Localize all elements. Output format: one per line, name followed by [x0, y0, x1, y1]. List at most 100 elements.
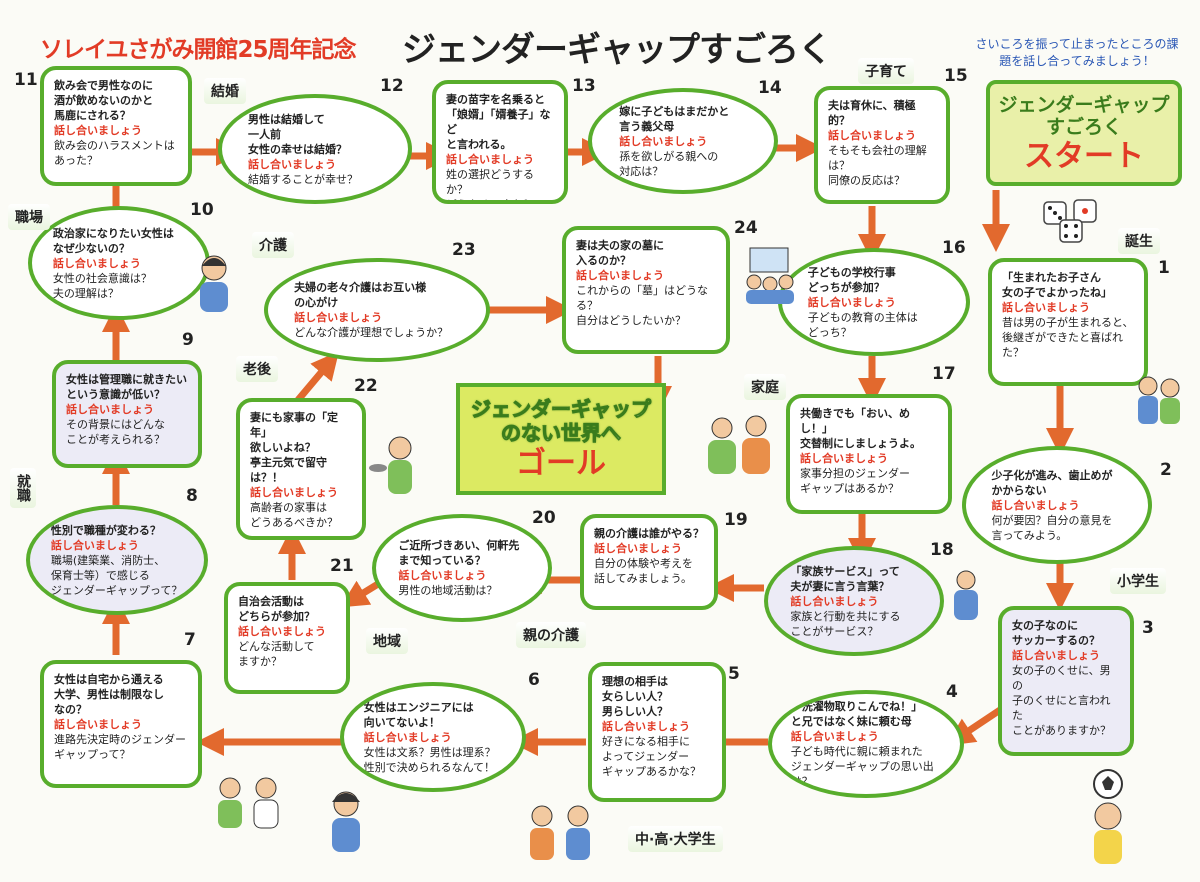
goal-title: ジェンダーギャップ のない世界へ — [471, 397, 652, 446]
square-question: 女性はエンジニアには 向いてないよ！ — [363, 700, 474, 729]
square-prompt: 女の子のくせに、男の 子のくせにと言われた ことがありますか？ — [1012, 664, 1111, 737]
politician-icon — [200, 255, 228, 312]
square-number: 11 — [14, 70, 38, 90]
square-question: 「家族サービス」って 夫が妻に言う言葉？ — [790, 564, 900, 593]
square-question: 女性は管理職に就きたい という意識が低い？ — [66, 373, 187, 401]
students-icon — [218, 777, 279, 829]
square-number: 19 — [724, 510, 748, 530]
square-number: 13 — [572, 76, 596, 96]
start-title: ジェンダーギャップ すごろく — [998, 94, 1170, 138]
square-number: 12 — [380, 76, 404, 96]
square-number: 1 — [1158, 258, 1170, 278]
square-question: 「洗濯物取りこんでね！」 と兄ではなく妹に頼む母 — [790, 700, 923, 728]
talk-label: 話し合いましょう — [52, 256, 141, 270]
talk-label: 話し合いましょう — [294, 311, 383, 324]
talk-label: 話し合いましょう — [50, 538, 139, 552]
square-21: 自治会活動は どちらが参加？ 話し合いましょう どんな活動して ますか？ — [224, 582, 350, 694]
start-square: ジェンダーギャップ すごろく スタート — [986, 80, 1182, 186]
square-number: 15 — [944, 66, 968, 86]
talk-label: 話し合いましょう — [991, 498, 1080, 512]
square-4: 「洗濯物取りこんでね！」 と兄ではなく妹に頼む母 話し合いましょう 子ども時代に… — [768, 690, 964, 798]
talk-label: 話し合いましょう — [619, 134, 708, 148]
square-number: 22 — [354, 376, 378, 396]
category-parentcare: 親の介護 — [516, 622, 586, 648]
square-number: 8 — [186, 486, 198, 506]
couple-kitchen-icon — [708, 415, 770, 474]
square-question: 理想の相手は 女らしい人？ 男らしい人？ — [602, 675, 668, 718]
square-question: 飲み会で男性なのに 酒が飲めないのかと 馬鹿にされる？ — [54, 79, 153, 122]
category-oldage: 老後 — [236, 356, 278, 382]
square-question: 親の介護は誰がやる？ — [594, 527, 704, 540]
square-3: 女の子なのに サッカーするの？ 話し合いましょう 女の子のくせに、男の 子のくせ… — [998, 606, 1134, 756]
talk-label: 話し合いましょう — [807, 295, 896, 309]
square-number: 16 — [942, 238, 966, 258]
square-prompt: そもそも会社の理解は？ 同僚の反応は？ — [828, 144, 927, 187]
square-19: 親の介護は誰がやる？ 話し合いましょう 自分の体験や考えを 話してみましょう。 — [580, 514, 718, 610]
school-event-icon — [746, 247, 794, 304]
talk-label: 話し合いましょう — [594, 542, 682, 555]
page-title: ジェンダーギャップすごろく — [402, 30, 832, 70]
square-number: 9 — [182, 330, 194, 350]
square-prompt: 家事分担のジェンダー ギャップはあるか？ — [800, 467, 910, 495]
square-question: 妻は夫の家の墓に 入るのか？ — [576, 239, 664, 267]
square-number: 6 — [528, 670, 540, 690]
square-prompt: 女性は文系？男性は理系？ 性別で決められるなんて！ — [363, 745, 496, 774]
talk-label: 話し合いましょう — [790, 594, 879, 608]
category-childcare: 子育て — [858, 58, 914, 84]
talk-label: 話し合いましょう — [54, 718, 142, 731]
square-11: 飲み会で男性なのに 酒が飲めないのかと 馬鹿にされる？ 話し合いましょう 飲み会… — [40, 66, 192, 186]
parent-child-icon — [954, 570, 978, 620]
square-question: 女の子なのに サッカーするの？ — [1012, 619, 1100, 647]
square-question: 夫婦の老々介護はお互い様 の心がけ — [294, 281, 427, 309]
square-question: 子どもの学校行事 どっちが参加？ — [807, 265, 896, 294]
talk-label: 話し合いましょう — [602, 720, 690, 733]
square-12: 男性は結婚して 一人前 女性の幸せは結婚？ 話し合いましょう 結婚することが幸せ… — [218, 94, 412, 204]
square-prompt: 職場(建築業、消防士、 保育士等）で感じる ジェンダーギャップって？ — [50, 553, 183, 597]
soccer-girl-icon — [1093, 769, 1123, 864]
square-number: 21 — [330, 556, 354, 576]
square-9: 女性は管理職に就きたい という意識が低い？ 話し合いましょう その背景にはどんな… — [52, 360, 202, 468]
square-prompt: 自分の体験や考えを 話してみましょう。 — [594, 557, 693, 585]
square-question: 女性は自宅から通える 大学、男性は制限なし なの？ — [54, 673, 164, 716]
square-15: 夫は育休に、積極的？ 話し合いましょう そもそも会社の理解は？ 同僚の反応は？ — [814, 86, 950, 204]
goal-square: ジェンダーギャップ のない世界へ ゴール — [456, 383, 666, 495]
square-prompt: どんな活動して ますか？ — [238, 640, 315, 668]
square-prompt: これからの「墓」はどうなる？ 自分はどうしたいか？ — [576, 284, 708, 327]
square-prompt: 子どもの教育の主体は どっち？ — [807, 310, 918, 339]
square-question: 性別で職種が変わる？ — [50, 523, 161, 537]
talk-label: 話し合いましょう — [248, 157, 337, 171]
square-number: 7 — [184, 630, 196, 650]
category-marriage: 結婚 — [204, 78, 246, 104]
instruction-text: さいころを振って止まったところの課題を話し合ってみましょう！ — [975, 37, 1179, 68]
family-illustration-icon — [1138, 376, 1180, 424]
talk-label: 話し合いましょう — [828, 129, 916, 142]
category-highschool: 中·高·大学生 — [628, 826, 723, 852]
square-prompt: 子ども時代に親に頼まれた ジェンダーギャップの思い出は？ — [790, 745, 934, 788]
talk-label: 話し合いましょう — [398, 569, 487, 582]
square-6: 女性はエンジニアには 向いてないよ！ 話し合いましょう 女性は文系？男性は理系？… — [340, 682, 526, 792]
square-question: 共働きでも「おい、めし！」 交替制にしましょうよ。 — [800, 407, 921, 450]
category-employment: 就職 — [10, 468, 36, 508]
square-13: 妻の苗字を名乗ると 「娘婿」「婿養子」など と言われる。 話し合いましょう 姓の… — [432, 80, 568, 204]
category-workplace: 職場 — [8, 204, 50, 230]
talk-label: 話し合いましょう — [66, 403, 154, 416]
square-number: 3 — [1142, 618, 1154, 638]
square-question: 嫁に子どもはまだかと 言う義父母 — [619, 104, 730, 133]
square-number: 17 — [932, 364, 956, 384]
square-number: 18 — [930, 540, 954, 560]
talk-label: 話し合いましょう — [54, 124, 142, 137]
square-prompt: 女性の社会意識は？ 夫の理解は？ — [52, 271, 152, 300]
square-24: 妻は夫の家の墓に 入るのか？ 話し合いましょう これからの「墓」はどうなる？ 自… — [562, 226, 730, 354]
square-18: 「家族サービス」って 夫が妻に言う言葉？ 話し合いましょう 家族と行動を共にする… — [764, 546, 944, 656]
square-number: 20 — [532, 508, 556, 528]
talk-label: 話し合いましょう — [576, 269, 664, 282]
square-23: 夫婦の老々介護はお互い様 の心がけ 話し合いましょう どんな介護が理想でしょうか… — [264, 258, 490, 362]
talk-label: 話し合いましょう — [238, 625, 326, 638]
goal-label: ゴール — [516, 446, 606, 481]
square-question: 夫は育休に、積極的？ — [828, 99, 916, 127]
dice-icon — [1043, 199, 1097, 243]
square-14: 嫁に子どもはまだかと 言う義父母 話し合いましょう 孫を欲しがる親への 対応は？ — [588, 88, 778, 194]
square-question: 自治会活動は どちらが参加？ — [238, 595, 315, 623]
square-prompt: 何が要因？自分の意見を 言ってみよう。 — [991, 513, 1113, 542]
